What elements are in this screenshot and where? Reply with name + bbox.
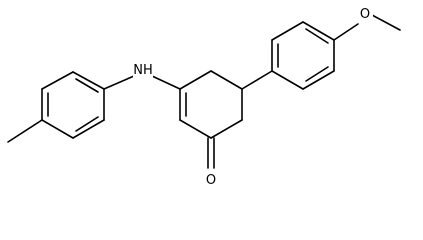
bond bbox=[72, 71, 105, 90]
bond bbox=[103, 75, 135, 90]
bond bbox=[72, 119, 105, 139]
bond bbox=[210, 70, 243, 90]
bond bbox=[241, 70, 273, 90]
bond bbox=[41, 71, 74, 90]
bond bbox=[41, 119, 74, 139]
nh-label: NH bbox=[133, 60, 153, 78]
chemical-structure-diagram: NH O O bbox=[7, 4, 401, 188]
bond bbox=[271, 21, 304, 41]
ketone-oxygen-text: O bbox=[206, 173, 216, 188]
bond bbox=[302, 21, 335, 41]
bond bbox=[151, 75, 181, 90]
tolyl-ring bbox=[41, 71, 105, 139]
nh-text: NH bbox=[133, 63, 153, 78]
methoxyphenyl-ring bbox=[271, 21, 335, 90]
ether-oxygen-text: O bbox=[360, 7, 370, 22]
ketone-oxygen-label: O bbox=[203, 170, 219, 188]
double-bond-inner bbox=[75, 78, 99, 93]
methyl-bond bbox=[7, 119, 43, 143]
methoxy-methyl-bond bbox=[371, 14, 401, 31]
ether-oxygen-label: O bbox=[357, 4, 373, 22]
bond bbox=[210, 119, 243, 139]
double-bond-inner bbox=[305, 66, 329, 82]
bond bbox=[302, 70, 335, 90]
double-bond-inner bbox=[305, 28, 329, 44]
cyclohexenone-ring bbox=[179, 70, 243, 139]
double-bond-inner bbox=[75, 116, 99, 132]
bond bbox=[179, 70, 212, 90]
bond bbox=[179, 119, 212, 139]
bond bbox=[333, 23, 359, 41]
bond bbox=[271, 70, 304, 90]
